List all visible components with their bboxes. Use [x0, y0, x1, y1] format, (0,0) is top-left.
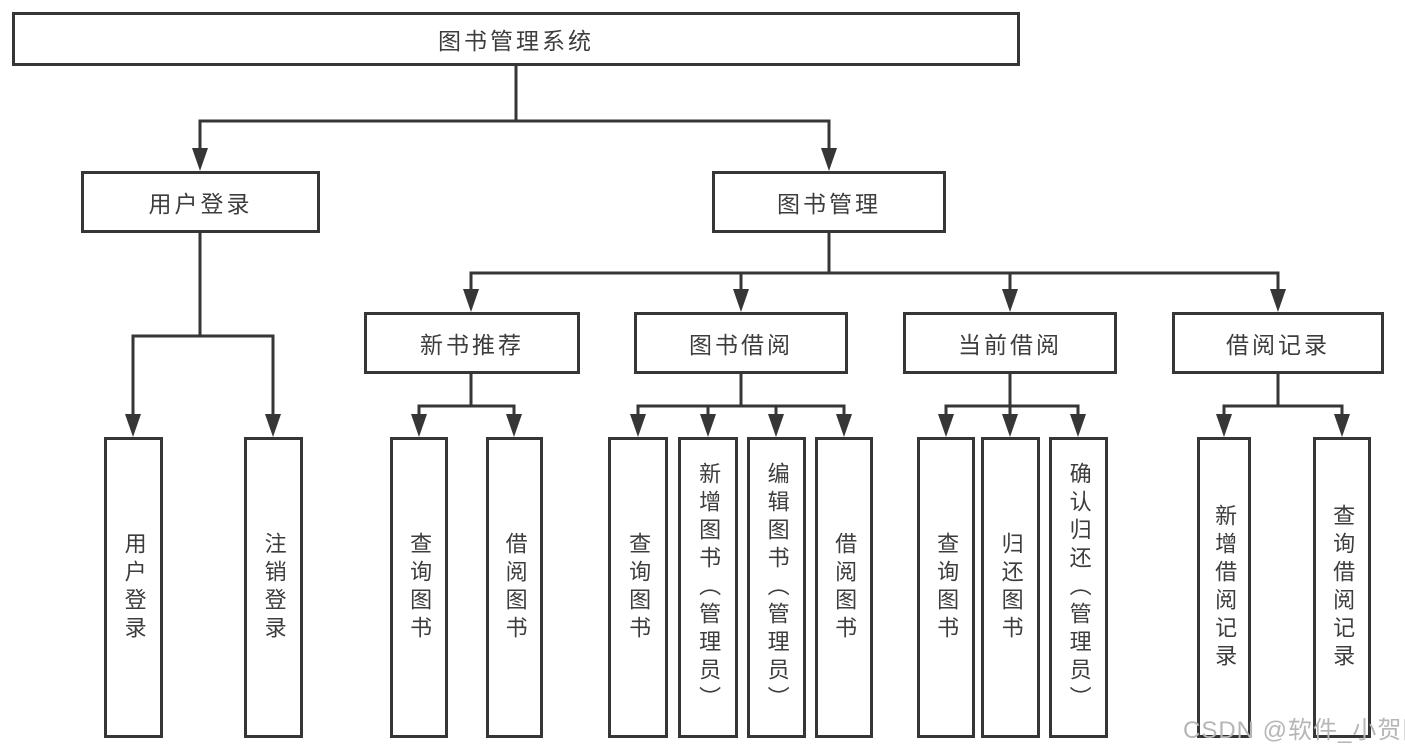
arrow-down-icon [1334, 414, 1350, 437]
arrow-down-icon [1216, 414, 1232, 437]
node-label: 用户登录 [148, 191, 253, 217]
node-label: 编辑图书（管理员） [764, 461, 790, 714]
node-recommend-borrow-book: 借阅图书 [486, 437, 543, 738]
arrow-down-icon [506, 414, 522, 437]
node-label: 查询借阅记录 [1330, 503, 1356, 672]
node-label: 新增借阅记录 [1212, 503, 1238, 672]
node-label: 借阅记录 [1226, 332, 1330, 358]
node-recommend-query-book: 查询图书 [390, 437, 448, 738]
node-user-login: 用户登录 [104, 437, 163, 738]
arrow-down-icon [1002, 414, 1018, 437]
arrow-down-icon [192, 148, 208, 171]
node-label: 借阅图书 [502, 531, 528, 644]
node-edit-book-admin: 编辑图书（管理员） [747, 437, 806, 738]
node-add-borrow-record: 新增借阅记录 [1197, 437, 1251, 738]
node-logout: 注销登录 [244, 437, 303, 738]
arrow-down-icon [938, 414, 954, 437]
arrow-down-icon [1002, 289, 1018, 312]
node-borrow-query-book: 查询图书 [608, 437, 668, 738]
watermark-text: CSDN @软件_小贺同学 [1183, 717, 1405, 744]
node-label: 图书管理 [777, 191, 881, 217]
node-book-borrow: 图书借阅 [634, 312, 848, 374]
node-current-borrow: 当前借阅 [903, 312, 1117, 374]
node-add-book-admin: 新增图书（管理员） [678, 437, 738, 738]
arrow-down-icon [836, 414, 852, 437]
node-label: 归还图书 [998, 531, 1024, 644]
arrow-down-icon [1070, 414, 1086, 437]
node-root: 图书管理系统 [12, 12, 1020, 66]
node-label: 查询图书 [407, 531, 433, 644]
arrow-down-icon [125, 414, 141, 437]
node-book-management: 图书管理 [712, 171, 946, 233]
arrow-down-icon [768, 414, 784, 437]
node-label: 新书推荐 [420, 332, 524, 358]
node-label: 当前借阅 [958, 332, 1062, 358]
node-user-login-group: 用户登录 [81, 171, 320, 233]
node-borrow-borrow-book: 借阅图书 [815, 437, 873, 738]
node-return-book: 归还图书 [981, 437, 1040, 738]
node-label: 图书借阅 [689, 332, 793, 358]
node-current-query-book: 查询图书 [917, 437, 975, 738]
node-root-label: 图书管理系统 [438, 28, 594, 54]
arrow-down-icon [265, 414, 281, 437]
node-label: 借阅图书 [832, 531, 858, 644]
node-confirm-return-admin: 确认归还（管理员） [1049, 437, 1108, 738]
node-label: 新增图书（管理员） [696, 461, 722, 714]
arrow-down-icon [733, 289, 749, 312]
arrow-down-icon [411, 414, 427, 437]
arrow-down-icon [1270, 289, 1286, 312]
arrow-down-icon [821, 148, 837, 171]
node-new-book-recommend: 新书推荐 [364, 312, 580, 374]
arrow-down-icon [630, 414, 646, 437]
node-borrow-records: 借阅记录 [1172, 312, 1384, 374]
arrow-down-icon [700, 414, 716, 437]
node-label: 确认归还（管理员） [1066, 461, 1092, 714]
node-label: 查询图书 [626, 531, 652, 644]
node-query-borrow-record: 查询借阅记录 [1313, 437, 1371, 738]
node-label: 用户登录 [121, 531, 147, 644]
arrow-down-icon [463, 289, 479, 312]
node-label: 查询图书 [934, 531, 960, 644]
node-label: 注销登录 [261, 531, 287, 644]
